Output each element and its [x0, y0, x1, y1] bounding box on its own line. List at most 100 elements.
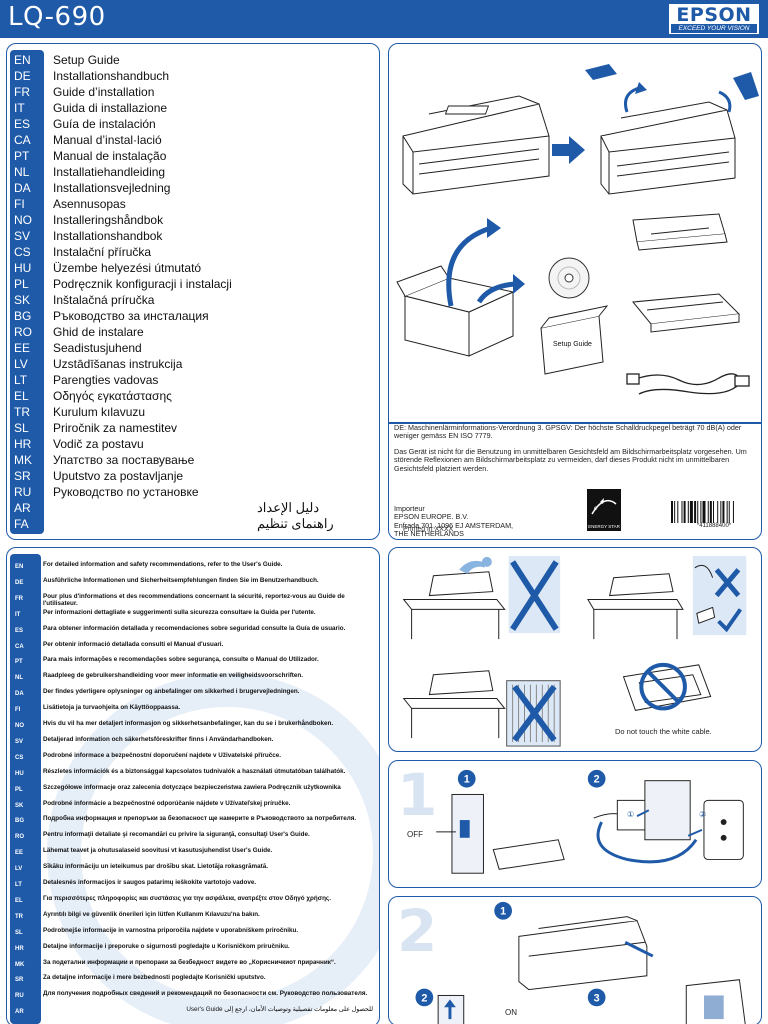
regulatory-notice: DE: Maschinenlärminformations-Verordnung…	[394, 423, 759, 480]
safety-text: Ayrıntılı bilgi ve güvenlik önerileri iç…	[43, 910, 260, 918]
noise-notice: DE: Maschinenlärminformations-Verordnung…	[394, 423, 742, 441]
language-code: RO	[14, 325, 32, 339]
language-row: SL Priročnik za namestitev	[7, 420, 377, 436]
language-code: FI	[14, 197, 25, 211]
step-badge-2	[415, 988, 434, 1007]
language-row: AR دليل الإعداد	[7, 500, 377, 516]
language-title: Priročnik za namestitev	[53, 421, 178, 435]
safety-text: Ausführliche Informationen und Sicherhei…	[43, 576, 319, 584]
svg-text:1: 1	[500, 906, 506, 918]
safety-language-code: RU	[15, 993, 24, 1000]
language-title: Ръководство за инсталация	[53, 309, 209, 323]
language-code: BG	[14, 309, 32, 323]
safety-language-code: HU	[15, 770, 24, 777]
table-printer-icon	[402, 670, 506, 739]
tape-icon	[585, 64, 617, 80]
safety-language-code: FI	[15, 707, 21, 714]
language-code: FA	[14, 517, 29, 531]
safety-language-code: PT	[15, 659, 23, 666]
safety-text: Detalesnės informacijos ir saugos patari…	[43, 879, 257, 886]
safety-language-code: SV	[15, 738, 24, 745]
language-code: CA	[14, 133, 31, 147]
language-title: Installationshandbuch	[53, 69, 170, 83]
language-code: NL	[14, 165, 30, 179]
safety-language-code: SR	[15, 977, 24, 984]
importer-country: THE NETHERLANDS	[394, 529, 464, 539]
language-code: EE	[14, 341, 31, 355]
step-badge-1	[457, 769, 476, 788]
cross-icon	[512, 684, 557, 742]
language-row: BG Ръководство за инсталация	[7, 308, 377, 324]
language-title: دليل الإعداد	[257, 500, 320, 515]
safety-language-code: EE	[15, 850, 24, 857]
language-title: Seadistusjuhend	[53, 341, 142, 355]
off-label: OFF	[407, 830, 423, 839]
safety-text: Per informazioni dettagliate e suggerime…	[43, 608, 316, 616]
svg-text:3: 3	[594, 992, 600, 1004]
arrow-right-icon	[552, 136, 585, 164]
safety-language-code: NL	[15, 675, 23, 682]
safety-text: Lähemat teavet ja ohutusalaseid soovitus…	[43, 847, 273, 855]
language-code: SR	[14, 469, 31, 483]
language-title: Kurulum kılavuzu	[53, 405, 146, 419]
table-printer-icon	[586, 573, 684, 640]
language-row: TR Kurulum kılavuzu	[7, 404, 377, 420]
language-title: Instalační příručka	[53, 245, 152, 259]
language-code: AR	[14, 501, 31, 515]
importer-name: EPSON EUROPE. B.V.	[394, 512, 469, 522]
safety-text: Detaljerad information och säkerhetsföre…	[43, 735, 274, 743]
language-code: SL	[14, 421, 29, 435]
language-code: FR	[14, 85, 30, 99]
language-code: TR	[14, 405, 30, 419]
safety-text: За подетални информации и препораки за б…	[43, 958, 336, 966]
safety-text: Для получения подробных сведений и реком…	[43, 990, 368, 998]
prohibited-icon	[639, 662, 687, 711]
safety-row: EE Lähemat teavet ja ohutusalaseid soovit…	[7, 846, 377, 861]
step-number: 1	[397, 761, 438, 829]
safety-text: Szczegółowe informacje oraz zalecenia do…	[43, 783, 341, 791]
setup-guide-label: Setup Guide	[553, 341, 592, 348]
power-cable-icon	[596, 821, 698, 864]
language-title: Упатство за поставување	[53, 453, 195, 467]
table-printer-icon	[402, 571, 506, 640]
safety-text: Pentru informaţii detaliate şi recomandă…	[43, 831, 310, 839]
contents-illustration-panel: Setup Guide DE: Maschinenlärminformation…	[388, 43, 762, 540]
language-title: Uzstādīšanas instrukcija	[53, 357, 183, 371]
language-title: Podręcznik konfiguracji i instalacji	[53, 277, 232, 291]
divider	[389, 422, 761, 424]
epson-logo: EPSON EXCEED YOUR VISION	[668, 3, 760, 35]
safety-text: Részletes információk és a biztonsággal …	[43, 767, 346, 775]
safety-row: RU Для получения подробных сведений и рек…	[7, 989, 377, 1004]
language-title: Manual de instalação	[53, 149, 167, 163]
safety-text: Hvis du vil ha mer detaljert informasjon…	[43, 720, 334, 727]
language-title: Üzembe helyezési útmutató	[53, 261, 202, 275]
safety-text: Detaljne informacije i preporuke o sigur…	[43, 942, 290, 950]
check-icon	[717, 608, 742, 633]
language-code: MK	[14, 453, 32, 467]
